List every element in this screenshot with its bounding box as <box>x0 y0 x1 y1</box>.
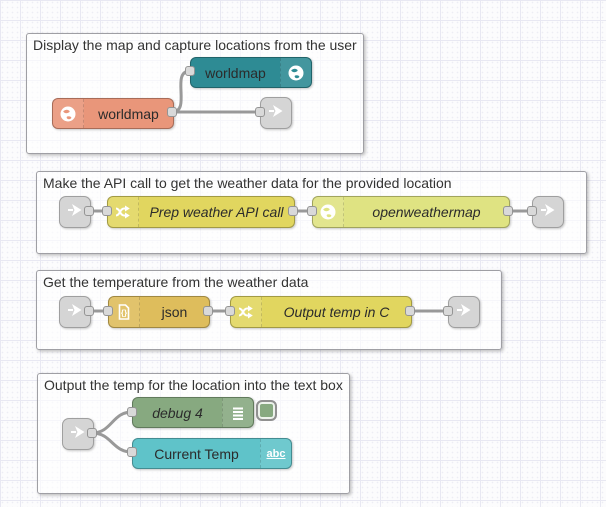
port-in[interactable] <box>527 206 537 216</box>
node-label: worldmap <box>98 105 159 122</box>
node-label: json <box>161 304 188 320</box>
node-link-out[interactable] <box>260 97 292 129</box>
node-json[interactable]: {} json <box>108 296 210 328</box>
port-out[interactable] <box>405 306 415 316</box>
port-in[interactable] <box>127 447 137 457</box>
port-in[interactable] <box>443 306 453 316</box>
node-label: Current Temp <box>154 445 239 462</box>
port-out[interactable] <box>84 306 94 316</box>
link-out-icon <box>454 300 474 325</box>
globe-icon <box>313 197 344 227</box>
node-label: debug 4 <box>152 404 203 421</box>
debug-enable-toggle[interactable] <box>256 400 277 421</box>
port-in[interactable] <box>127 407 137 417</box>
link-in-icon <box>65 300 85 325</box>
group-title: Output the temp for the location into th… <box>44 377 343 393</box>
port-out[interactable] <box>84 206 94 216</box>
globe-icon <box>280 58 311 87</box>
node-change-output-temp[interactable]: Output temp in C <box>230 296 412 328</box>
node-worldmap-events[interactable]: worldmap <box>52 98 174 129</box>
port-in[interactable] <box>102 206 112 216</box>
link-in-icon <box>68 422 88 447</box>
json-icon: {} <box>109 297 140 327</box>
port-out[interactable] <box>167 107 177 117</box>
globe-icon <box>53 99 84 128</box>
node-label: Output temp in C <box>283 304 390 320</box>
link-out-icon <box>266 101 286 126</box>
port-in[interactable] <box>225 306 235 316</box>
group-display-map[interactable]: Display the map and capture locations fr… <box>26 33 364 154</box>
node-worldmap-display[interactable]: worldmap <box>190 57 312 88</box>
group-title: Display the map and capture locations fr… <box>33 37 357 53</box>
node-debug[interactable]: debug 4 <box>132 397 254 428</box>
port-out[interactable] <box>503 206 513 216</box>
change-icon <box>231 297 262 327</box>
port-in[interactable] <box>255 107 265 117</box>
port-out[interactable] <box>87 428 97 438</box>
node-label: worldmap <box>205 64 266 81</box>
node-openweathermap[interactable]: openweathermap <box>312 196 510 228</box>
node-label: openweathermap <box>372 204 481 220</box>
group-title: Get the temperature from the weather dat… <box>43 274 309 290</box>
port-in[interactable] <box>185 66 195 76</box>
port-in[interactable] <box>307 206 317 216</box>
debug-lines-icon <box>222 398 253 427</box>
svg-text:{}: {} <box>121 309 127 318</box>
link-in-icon <box>65 200 85 225</box>
port-out[interactable] <box>203 306 213 316</box>
change-icon <box>108 197 139 227</box>
node-change-prep-weather[interactable]: Prep weather API call <box>107 196 295 228</box>
node-label: Prep weather API call <box>149 204 284 220</box>
abc-icon: abc <box>260 439 291 468</box>
node-ui-text-current-temp[interactable]: Current Temp abc <box>132 438 292 469</box>
link-out-icon <box>538 200 558 225</box>
port-out[interactable] <box>288 206 298 216</box>
group-title: Make the API call to get the weather dat… <box>43 175 452 191</box>
port-in[interactable] <box>103 306 113 316</box>
